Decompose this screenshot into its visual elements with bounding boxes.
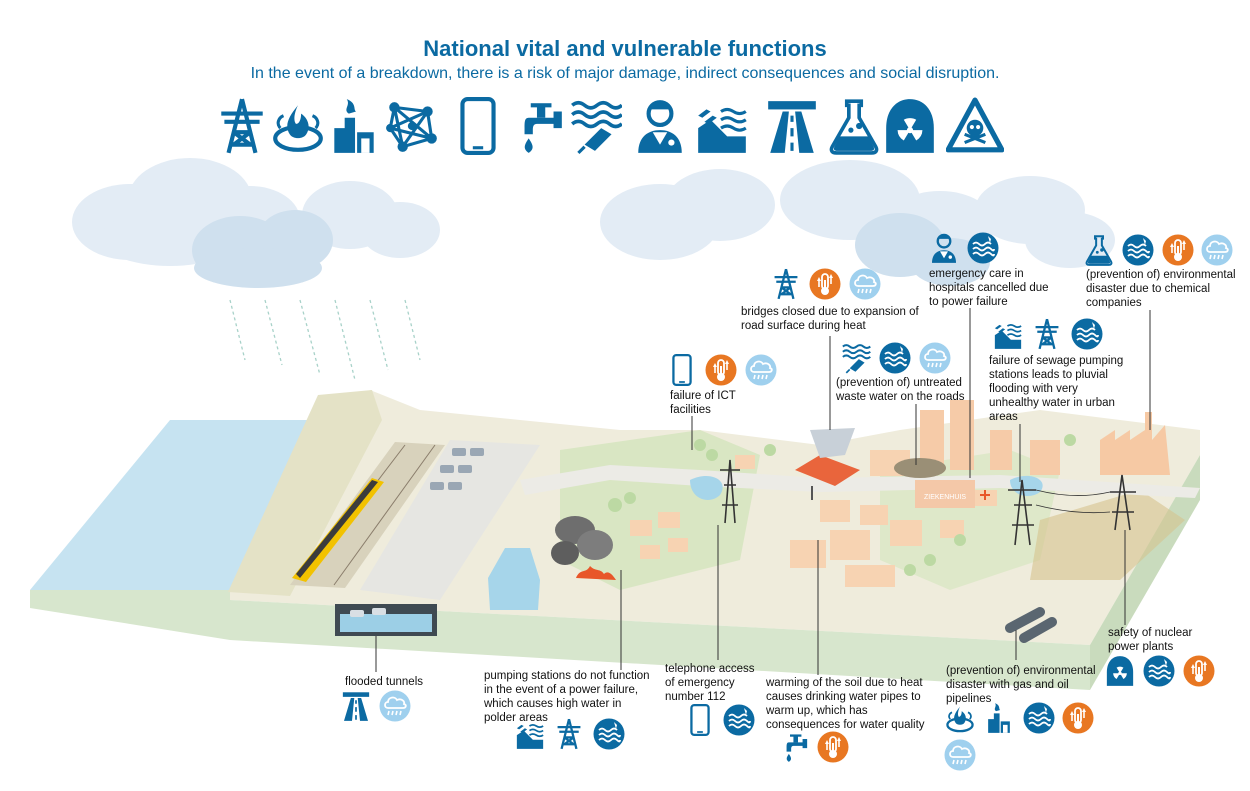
rain-cloud-icon (849, 268, 881, 300)
dike (228, 390, 382, 596)
rain-cloud-icon (379, 690, 411, 722)
annotation-bridges: bridges closed due to expansion of road … (741, 306, 919, 332)
nuclear-icon (1104, 655, 1136, 687)
factory-icon (983, 702, 1015, 734)
gas-flame-icon (272, 97, 324, 155)
smoke-fire (551, 516, 616, 580)
trees (608, 434, 1076, 576)
annotation-icons-hospitals (928, 232, 1002, 266)
annotation-icons-nuclear (1104, 655, 1218, 689)
main-road (520, 465, 1200, 498)
rain-cloud-icon (944, 739, 976, 771)
cars (430, 448, 484, 490)
annotation-icons-soil (778, 731, 852, 765)
annotation-sewage: failure of sewage pumping stations leads… (989, 355, 1124, 423)
mobile-phone-icon (666, 354, 698, 386)
waste-water-spill (894, 458, 946, 478)
thermometer-icon (1183, 655, 1215, 687)
hazard-skull-icon (946, 97, 1004, 155)
function-icon-row (216, 97, 1006, 157)
water-wave-icon (1122, 234, 1154, 266)
hospital: ZIEKENHUIS (915, 480, 990, 508)
thermometer-icon (817, 731, 849, 763)
rain-cloud-group (192, 210, 990, 288)
pumping-station-icon (514, 718, 546, 750)
thermometer-icon (705, 354, 737, 386)
network-icon (386, 97, 438, 155)
highway-icon (340, 690, 372, 722)
nuclear-icon (884, 97, 936, 155)
annotation-icons-sewage (992, 318, 1106, 352)
annotation-icons-chemical (1083, 234, 1243, 268)
power-pylon-icon (553, 718, 585, 750)
chemical-factory (1100, 412, 1170, 475)
annotation-icons-telephone (684, 704, 758, 738)
water-wave-icon (723, 704, 755, 736)
annotation-icons-gas (944, 702, 1114, 736)
terrain-front (30, 590, 1090, 690)
thermometer-icon (1162, 234, 1194, 266)
power-pylon-icon (1031, 318, 1063, 350)
page-subtitle: In the event of a breakdown, there is a … (250, 65, 1000, 82)
annotation-icons-ict (666, 354, 780, 388)
annotation-telephone-access: telephone access of emergency number 112 (665, 663, 755, 703)
water-wave-icon (1071, 318, 1103, 350)
annotation-waste-water: (prevention of) untreated waste water on… (836, 377, 965, 403)
parking-road (360, 440, 540, 600)
water-tap-icon (778, 731, 810, 763)
chemical-flask-icon (1083, 234, 1115, 266)
annotation-pumping-stations: pumping stations do not function in the … (484, 670, 650, 724)
annotation-icons-waste-water (840, 342, 954, 376)
power-pylon-icon (770, 268, 802, 300)
annotation-chemical: (prevention of) environmental disaster d… (1086, 269, 1236, 309)
water-wave-icon (1143, 655, 1175, 687)
page-title: National vital and vulnerable functions (423, 36, 827, 61)
water-wave-icon (879, 342, 911, 374)
gas-flame-icon (944, 702, 976, 734)
rain-cloud-icon (1201, 234, 1233, 266)
rain-cloud-icon (919, 342, 951, 374)
thermometer-icon (809, 268, 841, 300)
annotation-flooded-tunnels: flooded tunnels (345, 676, 424, 688)
pipelines (1005, 607, 1057, 643)
mobile-phone-icon (684, 704, 716, 736)
annotation-ict-failure: failure of ICT facilities (670, 390, 736, 416)
highway-icon (766, 97, 818, 155)
annotation-gas-oil: (prevention of) environmental disaster w… (946, 665, 1096, 705)
annotation-icons-bridges (770, 268, 884, 302)
water-wave-icon (967, 232, 999, 264)
bridge (795, 428, 860, 500)
pumping-station-icon (992, 318, 1024, 350)
waste-water-icon (840, 342, 872, 374)
power-pylons (720, 459, 1136, 546)
mobile-phone-icon (452, 97, 504, 155)
doctor-icon (634, 97, 686, 155)
farmland (1030, 490, 1185, 580)
water-tap-icon (512, 97, 564, 155)
annotation-icons-tunnels (340, 690, 414, 724)
factory-icon (328, 97, 380, 155)
chemical-flask-icon (828, 97, 880, 155)
leader-lines (375, 308, 1151, 675)
pumping-station-icon (696, 97, 748, 155)
annotation-nuclear: safety of nuclear power plants (1108, 627, 1193, 653)
doctor-icon (928, 232, 960, 264)
water-wave-icon (593, 718, 625, 750)
rain-lines (229, 299, 421, 381)
train (292, 478, 384, 582)
annotation-icons-pumping (514, 718, 628, 752)
rain-cloud-icon (745, 354, 777, 386)
power-pylon-icon (216, 97, 268, 155)
thermometer-icon (1062, 702, 1094, 734)
houses (630, 450, 997, 587)
svg-text:ZIEKENHUIS: ZIEKENHUIS (924, 494, 966, 501)
waste-water-icon (570, 97, 622, 155)
tunnel (335, 604, 437, 636)
annotation-warming-soil: warming of the soil due to heat causes d… (766, 677, 925, 731)
annotation-hospitals: emergency care in hospitals cancelled du… (929, 268, 1049, 308)
canal (488, 548, 540, 610)
water-wave-icon (1023, 702, 1055, 734)
